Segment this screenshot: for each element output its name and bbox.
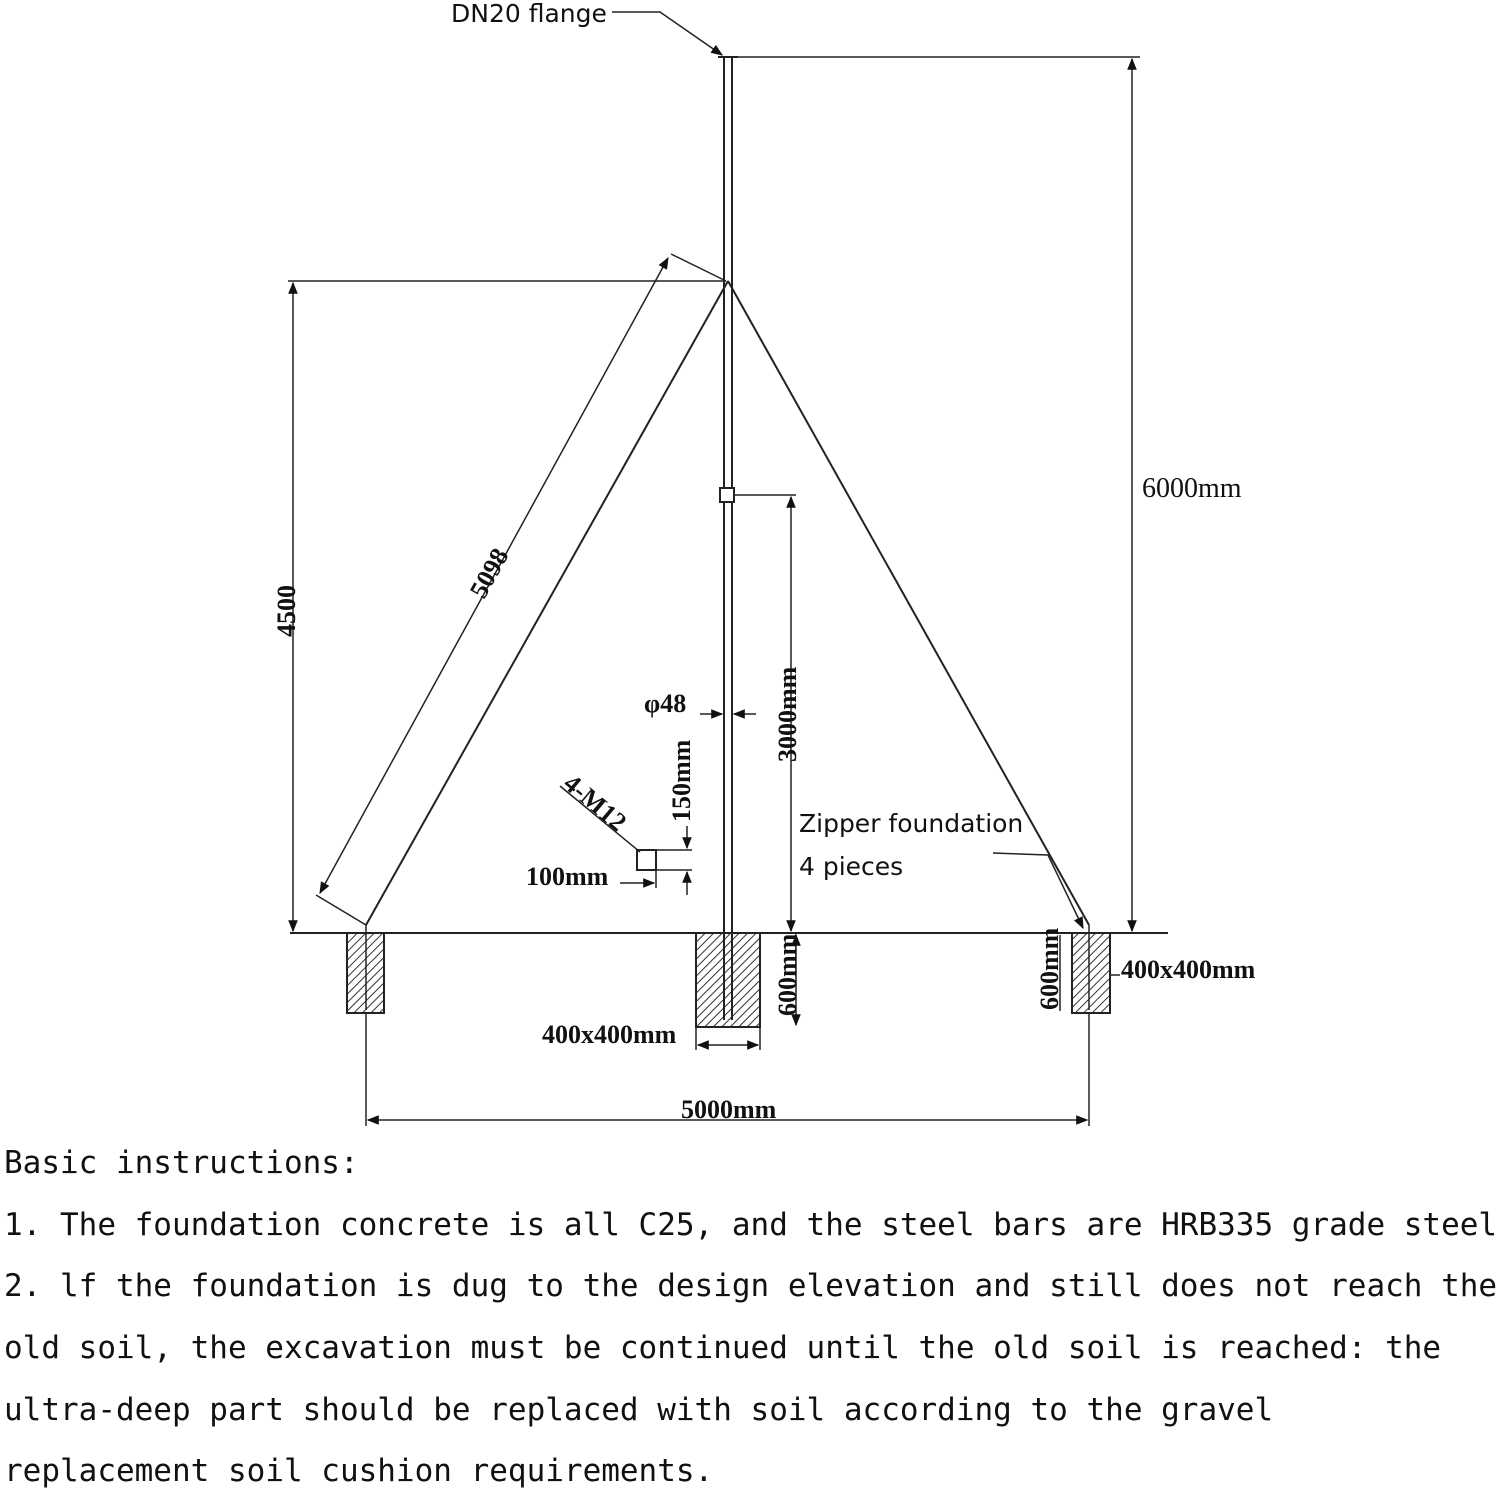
zipper-label-line2: 4 pieces	[799, 852, 903, 881]
right-size-label: 400x400mm	[1121, 955, 1256, 984]
instruction-2-line3: ultra-deep part should be replaced with …	[4, 1391, 1274, 1428]
zipper-leader	[992, 852, 1084, 930]
instructions: Basic instructions: 1. The foundation co…	[4, 1133, 1500, 1503]
diameter-label: φ48	[644, 689, 686, 718]
dim-3000-label: 3000mm	[773, 666, 802, 762]
base-plate-detail	[559, 785, 692, 895]
center-depth-label: 600mm	[773, 933, 802, 1016]
dim-5098	[319, 256, 669, 895]
span-label: 5000mm	[681, 1095, 777, 1124]
instruction-2-line4: replacement soil cushion requirements.	[4, 1453, 714, 1490]
foundation-right	[1071, 932, 1111, 1014]
plate-width-label: 100mm	[526, 862, 609, 891]
dim-6000-label: 6000mm	[1142, 473, 1242, 504]
flange-leader	[612, 11, 723, 56]
center-size-label: 400x400mm	[542, 1020, 677, 1049]
zipper-label-line1: Zipper foundation	[799, 809, 1023, 838]
foundation-center	[695, 932, 761, 1028]
mast-diagram: DN20 flange 6000mm 4500 5098 φ48 3000mm …	[272, 0, 1256, 1126]
dim-4500-label: 4500	[272, 585, 301, 637]
bolt-label: 4-M12	[558, 768, 632, 837]
mast-pole	[718, 56, 738, 1020]
instruction-2-line1: 2. lf the foundation is dug to the desig…	[4, 1268, 1498, 1305]
flange-label: DN20 flange	[451, 0, 607, 28]
instruction-2-line2: old soil, the excavation must be continu…	[4, 1330, 1442, 1367]
guy-cable-right	[727, 280, 1090, 926]
instruction-1: 1. The foundation concrete is all C25, a…	[4, 1206, 1500, 1243]
plate-height-label: 150mm	[667, 739, 696, 822]
guy-cable-left	[365, 280, 729, 926]
right-depth-label: 600mm	[1035, 927, 1064, 1010]
instructions-title: Basic instructions:	[4, 1145, 359, 1181]
